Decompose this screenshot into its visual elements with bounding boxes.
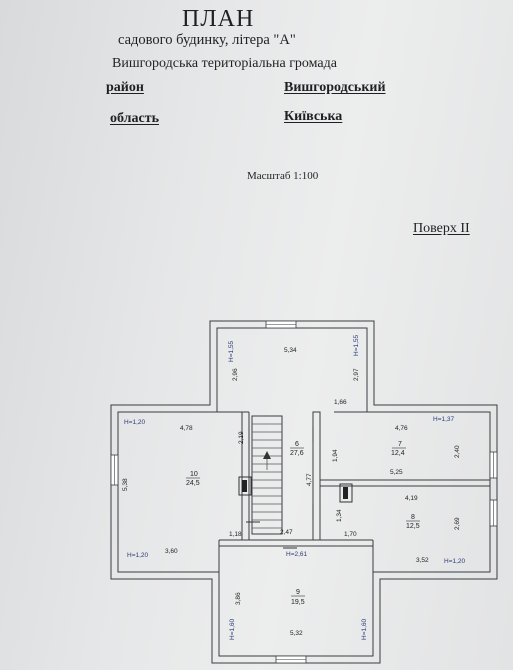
region-label: область — [110, 111, 159, 126]
dim-top-right: 2,97 — [353, 368, 360, 381]
room8-number: 8 — [411, 514, 415, 521]
document-subtitle: садового будинку, літера "А" — [118, 32, 296, 48]
dim-room10-top: 4,78 — [180, 425, 193, 432]
region-value: Київська — [284, 109, 343, 124]
h-room9-right: H=1,60 — [361, 618, 368, 640]
dim-room10-bottom: 3,60 — [165, 548, 178, 555]
h-room7: H=1,37 — [433, 416, 455, 423]
dim-room7-top: 4,76 — [395, 425, 408, 432]
floor-label: Поверх II — [413, 221, 470, 236]
dim-room6: 4,77 — [306, 473, 313, 486]
dim-room7-right: 2,40 — [454, 445, 461, 458]
dim-room8-left: 1,34 — [336, 509, 343, 522]
dim-top-width: 5,34 — [284, 347, 297, 354]
dim-room8-lower: 1,70 — [344, 531, 357, 538]
dim-room8-right: 2,69 — [454, 517, 461, 530]
h-room8: H=1,20 — [444, 558, 466, 565]
room10-area: 24,5 — [186, 480, 200, 487]
dim-room9-left: 3,86 — [235, 592, 242, 605]
dim-room7-left: 1,94 — [332, 449, 339, 462]
room8-area: 12,5 — [406, 523, 420, 530]
room10-number: 10 — [190, 471, 198, 478]
community-name: Вишгородська територіальна громада — [112, 56, 337, 71]
h-room6: H=2,61 — [286, 551, 308, 558]
h-top-left: H=1,55 — [228, 340, 235, 362]
dim-room10-inner: 2,19 — [238, 431, 245, 444]
h-room10-top: H=1,20 — [124, 419, 146, 426]
district-label: район — [106, 80, 144, 95]
scale-label: Масштаб 1:100 — [247, 170, 319, 182]
h-room9-left: H=1,60 — [229, 618, 236, 640]
room9-area: 19,5 — [291, 599, 305, 606]
room7-number: 7 — [398, 441, 402, 448]
dim-room10-left: 5,38 — [122, 478, 129, 491]
dim-room8-bottom: 3,52 — [416, 557, 429, 564]
dim-room8-top: 4,19 — [405, 495, 418, 502]
room9-number: 9 — [296, 589, 300, 596]
dim-room10-lower: 1,18 — [229, 531, 242, 538]
dim-room7-bottom: 5,25 — [390, 469, 403, 476]
page-title: ПЛАН — [182, 6, 255, 32]
district-value: Вишгородський — [284, 80, 386, 95]
room6-area: 27,6 — [290, 450, 304, 457]
dim-top-bottom: 1,66 — [334, 399, 347, 406]
room7-area: 12,4 — [391, 450, 405, 457]
dim-room9-bottom: 5,32 — [290, 630, 303, 637]
dim-top-left: 2,96 — [232, 368, 239, 381]
h-room10-bottom: H=1,20 — [127, 552, 149, 559]
room6-number: 6 — [295, 441, 299, 448]
h-top-right: H=1,55 — [353, 334, 360, 356]
dim-room6-bottom: 2,47 — [280, 529, 293, 536]
